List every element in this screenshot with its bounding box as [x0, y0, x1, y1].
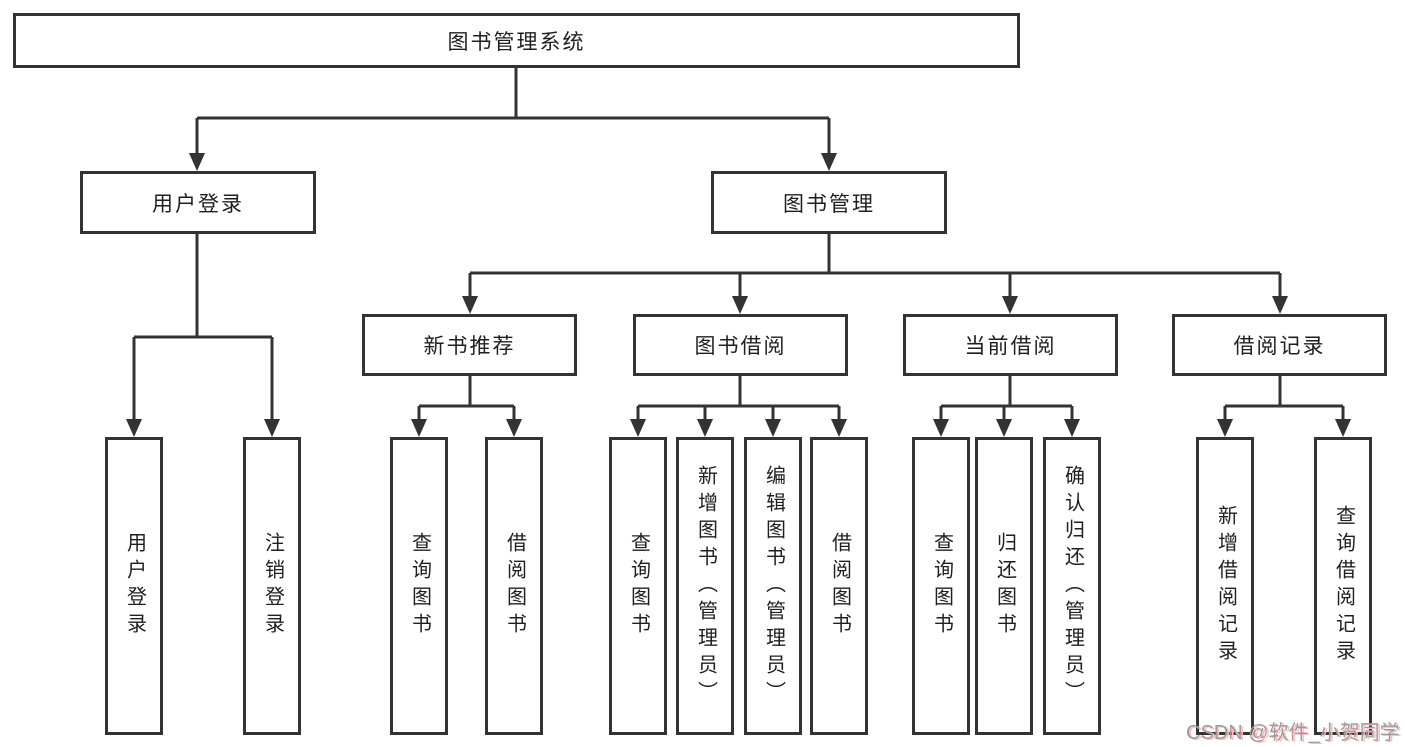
leaf-label: 编辑图书（管理员） [762, 464, 785, 708]
node-user-login: 用户登录 [80, 171, 316, 234]
csdn-watermark: CSDN @软件_小贺同学 [1186, 722, 1400, 744]
node-new-book-recommendation: 新书推荐 [362, 314, 577, 376]
leaf-label: 查询图书 [408, 532, 431, 640]
leaf-borrow-books: 借阅图书 [810, 437, 868, 735]
leaf-label: 注销登录 [261, 532, 284, 640]
connector-root [189, 68, 837, 171]
node-borrowing-records: 借阅记录 [1172, 314, 1387, 376]
leaf-label: 查询图书 [930, 532, 953, 640]
connector-user-login-branch [126, 234, 280, 437]
leaf-label: 确认归还（管理员） [1061, 464, 1084, 708]
node-book-management: 图书管理 [711, 171, 947, 234]
leaf-query-borrow-record: 查询借阅记录 [1314, 437, 1372, 735]
leaf-query-books-current: 查询图书 [912, 437, 970, 735]
leaf-query-books-borrow: 查询图书 [609, 437, 667, 735]
leaf-label: 借阅图书 [503, 532, 526, 640]
connector-book-management-branch [462, 234, 1288, 314]
node-book-borrowing: 图书借阅 [633, 314, 848, 376]
leaf-borrow-books-recommend: 借阅图书 [485, 437, 543, 735]
leaf-label: 归还图书 [993, 532, 1016, 640]
connector-new-book-recommendation-branch [411, 374, 522, 437]
leaf-label: 新增借阅记录 [1214, 505, 1237, 667]
leaf-edit-books-admin: 编辑图书（管理员） [744, 437, 802, 735]
leaf-label: 查询借阅记录 [1332, 505, 1355, 667]
connector-book-borrowing-branch [630, 374, 847, 437]
node-current-borrowing: 当前借阅 [903, 314, 1118, 376]
connector-current-borrowing-branch [933, 374, 1080, 437]
leaf-confirm-return-admin: 确认归还（管理员） [1043, 437, 1101, 735]
leaf-label: 用户登录 [123, 532, 146, 640]
connector-borrowing-records-branch [1217, 374, 1351, 437]
leaf-label: 借阅图书 [828, 532, 851, 640]
leaf-query-books-recommend: 查询图书 [390, 437, 448, 735]
leaf-logout: 注销登录 [243, 437, 301, 735]
node-library-system: 图书管理系统 [13, 13, 1020, 68]
leaf-add-books-admin: 新增图书（管理员） [676, 437, 734, 735]
leaf-add-borrow-record: 新增借阅记录 [1196, 437, 1254, 735]
leaf-user-login: 用户登录 [105, 437, 163, 735]
leaf-return-books: 归还图书 [975, 437, 1033, 735]
leaf-label: 新增图书（管理员） [694, 464, 717, 708]
leaf-label: 查询图书 [627, 532, 650, 640]
